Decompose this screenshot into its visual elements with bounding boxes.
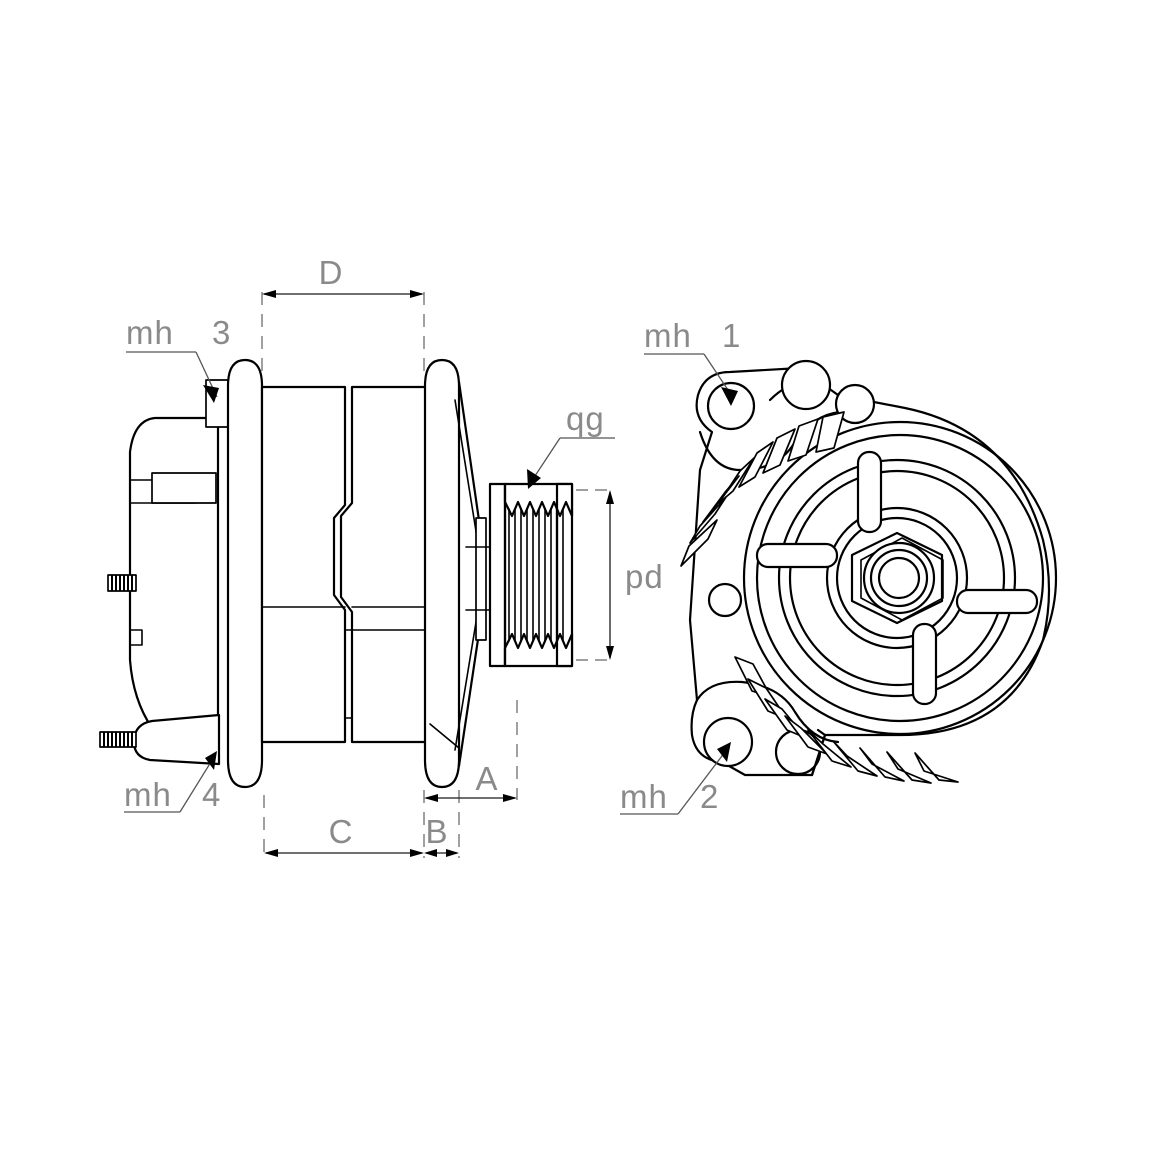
dimension-A: A <box>424 700 518 802</box>
mounting-ear-bottom <box>695 680 840 777</box>
label-mh-4-prefix: mh <box>124 776 172 813</box>
fan-hub-inner <box>835 516 959 640</box>
label-mh-2: mh 2 <box>620 742 731 815</box>
dimension-label-D: D <box>319 254 344 291</box>
dimension-label-C: C <box>329 813 354 850</box>
terminal-stud-upper <box>107 574 137 592</box>
rear-flange-bar <box>226 358 264 789</box>
label-mh-3: mh 3 <box>126 314 231 403</box>
label-mh-1: mh 1 <box>644 317 741 406</box>
outer-rim-circle <box>742 420 1058 736</box>
grooved-pulley <box>488 482 574 668</box>
label-mh-4: mh 4 <box>124 751 221 813</box>
side-view: D pd C B <box>99 254 664 858</box>
dimension-label-A: A <box>475 760 498 797</box>
front-view: mh 1 mh 2 <box>620 317 1058 815</box>
rear-housing <box>128 416 220 730</box>
dimension-label-B: B <box>425 813 448 850</box>
outer-rim-inner-circle <box>755 433 1045 723</box>
label-mh-3-number: 3 <box>212 314 231 351</box>
terminal-stud-lower <box>99 713 221 766</box>
stator-body <box>260 385 432 744</box>
label-mh-2-number: 2 <box>700 778 719 815</box>
label-mh-2-prefix: mh <box>620 778 668 815</box>
label-mh-3-prefix: mh <box>126 314 174 351</box>
dimension-label-pd: pd <box>625 558 664 595</box>
label-mh-1-number: 1 <box>722 317 741 354</box>
label-qg: qg <box>527 400 615 489</box>
label-qg-text: qg <box>566 400 605 437</box>
pilot-hole <box>707 582 743 618</box>
hex-nut <box>850 531 944 625</box>
dimension-B: B <box>424 790 460 858</box>
dimension-pd: pd <box>576 489 664 661</box>
dimension-D: D <box>261 254 425 372</box>
label-mh-1-prefix: mh <box>644 317 692 354</box>
dimension-C: C <box>263 790 425 858</box>
front-flange-bar <box>423 358 461 789</box>
label-mh-4-number: 4 <box>202 776 221 813</box>
fan-spokes <box>755 450 1039 706</box>
vent-slots-lower <box>734 656 959 784</box>
fan-plate-rim <box>788 469 1006 687</box>
vent-slots-upper <box>680 411 845 567</box>
